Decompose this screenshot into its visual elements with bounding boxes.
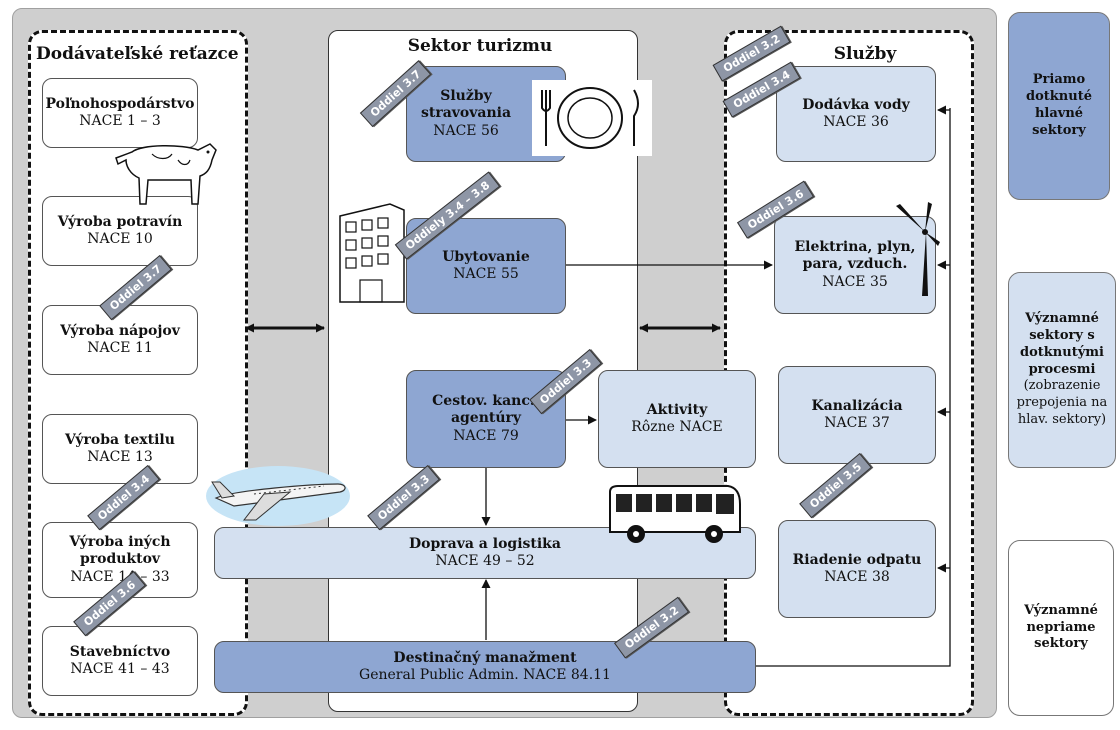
supply-box-title: Výroba nápojov (60, 322, 180, 339)
legend-indirect: Významné nepriame sektory (1008, 540, 1114, 716)
wind-turbine-icon (896, 202, 940, 296)
supply-box-code: NACE 14 – 33 (70, 568, 170, 585)
service-box-title: Elektrina, plyn, para, vzduch. (794, 239, 916, 273)
destination-services-feed-line (756, 108, 951, 667)
service-box-waste: Riadenie odpatu NACE 38 (778, 520, 936, 618)
supply-box-textiles: Výroba textilu NACE 13 (42, 414, 198, 484)
supply-box-beverages: Výroba nápojov NACE 11 (42, 305, 198, 375)
tourism-box-title: Cestov. kanc./ agentúry (432, 393, 540, 427)
tourism-box-activities: Aktivity Rôzne NACE (598, 370, 756, 468)
service-box-title: Riadenie odpatu (792, 551, 922, 568)
tourism-box-code: General Public Admin. NACE 84.11 (359, 667, 611, 683)
service-box-title: Dodávka vody (802, 96, 910, 113)
airplane-icon (206, 466, 350, 526)
supply-box-code: NACE 41 – 43 (70, 661, 170, 677)
tourism-box-title: Doprava a logistika (409, 535, 561, 552)
tourism-box-code: Rôzne NACE (631, 419, 723, 435)
supply-box-code: NACE 1 – 3 (79, 113, 161, 129)
legend-indirect-label: Významné nepriame sektory (1024, 602, 1098, 652)
tourism-sector-title: Sektor turizmu (407, 36, 553, 56)
supply-box-title: Stavebníctvo (69, 643, 171, 660)
service-box-water: Dodávka vody NACE 36 (776, 66, 936, 162)
service-box-sewage: Kanalizácia NACE 37 (778, 366, 936, 464)
tourism-box-title: Ubytovanie (442, 248, 530, 265)
bus-icon (609, 485, 741, 543)
supply-box-code: NACE 10 (87, 231, 153, 247)
legend-secondary: Významné sektory s dotknutými procesmi (… (1008, 272, 1116, 468)
service-box-code: NACE 36 (823, 114, 889, 130)
service-box-code: NACE 38 (824, 569, 890, 585)
legend-primary: Priamo dotknuté hlavné sektory (1008, 12, 1110, 200)
supply-box-title: Výroba potravín (57, 213, 183, 230)
hotel-building-icon (339, 203, 405, 303)
tourism-box-destination-management: Destinačný manažment General Public Admi… (214, 641, 756, 693)
tourism-box-title: Destinačný manažment (393, 649, 577, 666)
tourism-box-title: Aktivity (646, 401, 708, 418)
legend-secondary-note: (zobrazenie prepojenia na hlav. sektory) (1016, 378, 1108, 428)
supply-chains-title: Dodávateľské reťazce (36, 44, 239, 64)
plate-cutlery-icon (532, 80, 652, 156)
supply-box-agriculture: Poľnohospodárstvo NACE 1 – 3 (42, 78, 198, 148)
tourism-box-travel-agencies: Cestov. kanc./ agentúry NACE 79 (406, 370, 566, 468)
tourism-box-transport: Doprava a logistika NACE 49 – 52 (214, 527, 756, 579)
supply-box-food-production: Výroba potravín NACE 10 (42, 196, 198, 266)
supply-box-title: Výroba textilu (65, 431, 175, 448)
service-box-code: NACE 37 (824, 415, 890, 431)
tourism-box-code: NACE 79 (453, 427, 519, 444)
supply-box-title: Výroba iných produktov (69, 534, 171, 568)
tourism-box-code: NACE 49 – 52 (435, 553, 535, 569)
supply-box-construction: Stavebníctvo NACE 41 – 43 (42, 626, 198, 696)
legend-primary-label: Priamo dotknuté hlavné sektory (1026, 72, 1092, 138)
service-box-electricity: Elektrina, plyn, para, vzduch. NACE 35 (774, 216, 936, 314)
supply-box-title: Poľnohospodárstvo (45, 95, 195, 112)
cow-icon (115, 143, 217, 205)
service-box-code: NACE 35 (822, 273, 888, 290)
tourism-box-code: NACE 56 (433, 122, 499, 139)
tourism-box-code: NACE 55 (453, 266, 519, 282)
tourism-box-title: Služby stravovania (420, 88, 512, 122)
supply-box-code: NACE 11 (87, 340, 153, 356)
tourism-box-accommodation: Ubytovanie NACE 55 (406, 218, 566, 314)
service-box-title: Kanalizácia (811, 397, 903, 414)
services-title: Služby (833, 44, 897, 64)
supply-box-code: NACE 13 (87, 449, 153, 465)
legend-secondary-label: Významné sektory s dotknutými procesmi (1020, 310, 1104, 377)
